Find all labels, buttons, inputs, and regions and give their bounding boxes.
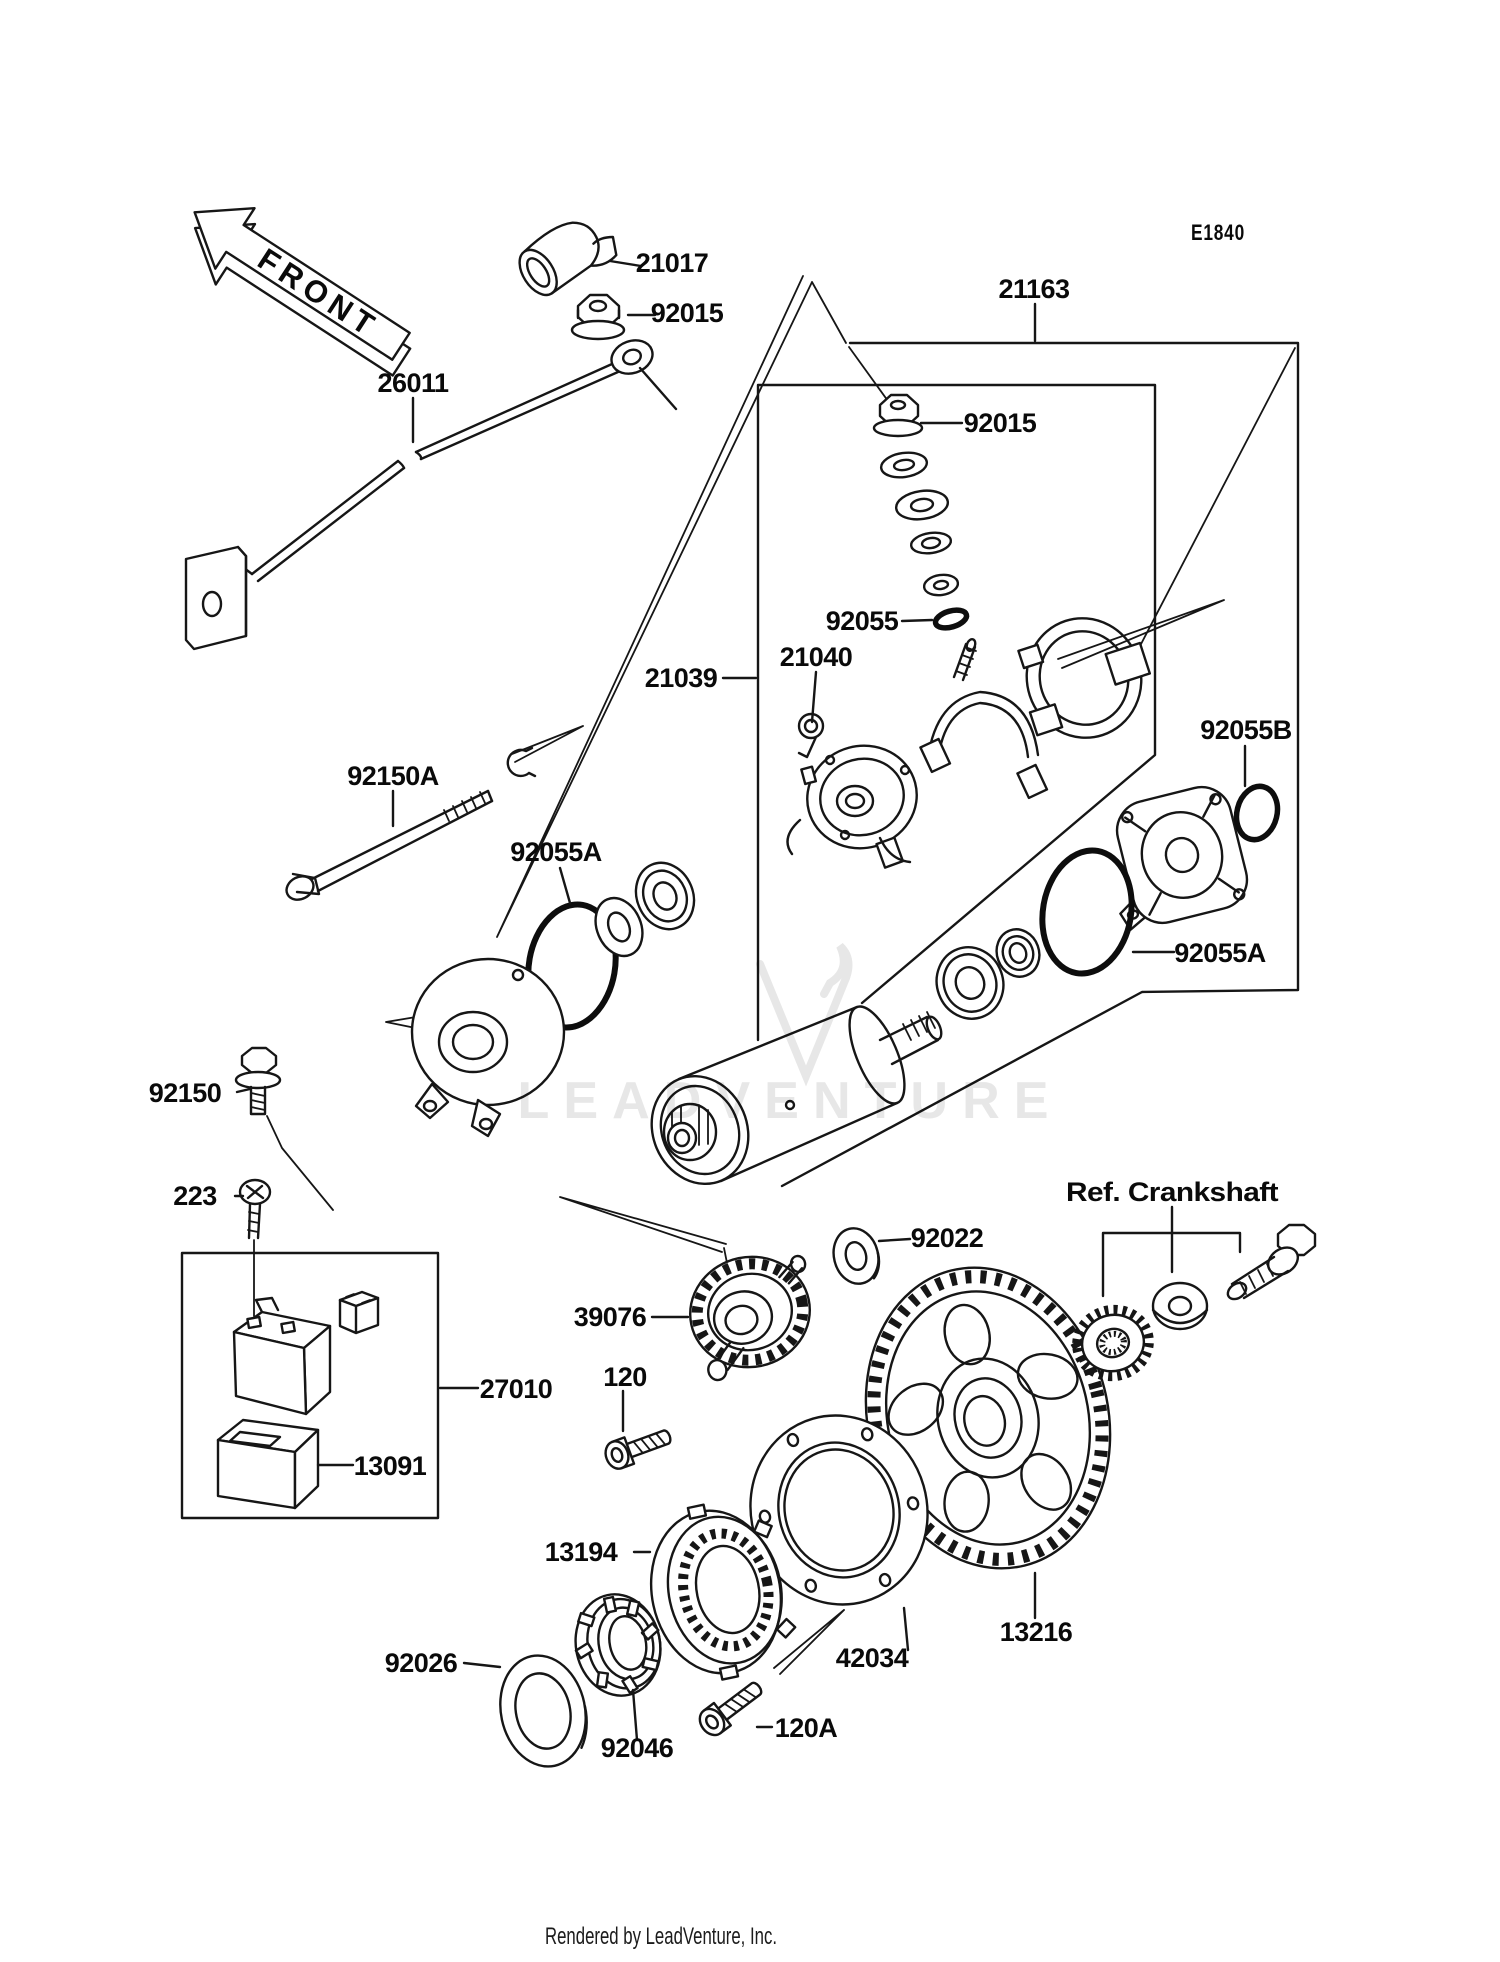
socket-bolt-120a bbox=[698, 1681, 763, 1737]
part-label-92046: 92046 bbox=[601, 1733, 674, 1763]
leadventure-flame-logo bbox=[756, 943, 853, 1087]
part-label-26011: 26011 bbox=[377, 368, 449, 398]
ball-bearing-rear bbox=[935, 946, 1005, 1020]
part-label-21163: 21163 bbox=[998, 274, 1070, 304]
part-label-120: 120 bbox=[603, 1362, 647, 1392]
part-label-92022: 92022 bbox=[911, 1223, 984, 1253]
thrust-washer-front bbox=[594, 896, 644, 958]
flange-nut-92015-upper bbox=[570, 293, 626, 341]
brush-holder-assembly-21039 bbox=[786, 690, 1049, 869]
watermark-text: LEADVENTURE bbox=[518, 1072, 1063, 1130]
part-label-92150: 92150 bbox=[149, 1078, 222, 1108]
ref-crankshaft-label: Ref. Crankshaft bbox=[1066, 1177, 1279, 1207]
starter-motor-armature bbox=[650, 1005, 943, 1186]
part-label-223: 223 bbox=[173, 1181, 217, 1211]
motor-yoke-shell bbox=[1017, 617, 1152, 739]
part-labels: 21017 92015 26011 21163 E1840 92015 9205… bbox=[149, 220, 1293, 1763]
washer-92022 bbox=[832, 1227, 881, 1285]
c-clip bbox=[506, 746, 537, 778]
ref-crankshaft-group bbox=[1072, 1205, 1317, 1382]
clutch-inner-race-13194 bbox=[649, 1503, 797, 1681]
part-label-13216: 13216 bbox=[1000, 1617, 1073, 1647]
mount-bolt-92150 bbox=[234, 1046, 334, 1211]
part-label-120a: 120A bbox=[775, 1713, 838, 1743]
part-label-42034: 42034 bbox=[836, 1643, 909, 1673]
socket-bolt-120 bbox=[604, 1429, 672, 1470]
part-label-27010: 27010 bbox=[480, 1374, 553, 1404]
part-label-13194: 13194 bbox=[545, 1537, 618, 1567]
part-label-92055b: 92055B bbox=[1200, 715, 1292, 745]
battery-cable-26011 bbox=[184, 339, 678, 651]
starter-idle-gear-13216 bbox=[864, 1266, 1112, 1570]
o-ring-92055b bbox=[1233, 783, 1281, 843]
terminal-washer-stack bbox=[879, 451, 960, 597]
starter-relay-group-27010 bbox=[180, 1251, 440, 1520]
part-label-92015-upper: 92015 bbox=[651, 298, 724, 328]
part-label-92026: 92026 bbox=[385, 1648, 458, 1678]
part-label-92055: 92055 bbox=[826, 606, 899, 636]
rear-end-cover bbox=[1115, 785, 1249, 931]
part-label-21017: 21017 bbox=[636, 248, 709, 278]
spacer-92026 bbox=[499, 1654, 588, 1768]
front-end-bracket bbox=[410, 957, 566, 1138]
one-way-clutch-39076 bbox=[689, 1254, 811, 1382]
o-ring-92055 bbox=[932, 607, 970, 631]
part-label-92015-starter: 92015 bbox=[964, 408, 1037, 438]
crankshaft-washer bbox=[1151, 1281, 1209, 1331]
part-label-92055a-right: 92055A bbox=[1174, 938, 1266, 968]
part-label-39076: 39076 bbox=[574, 1302, 647, 1332]
ball-bearing-front bbox=[634, 861, 696, 931]
diagram-code: E1840 bbox=[1191, 220, 1245, 245]
front-direction-arrow: FRONT bbox=[193, 207, 412, 377]
terminal-cap-21017 bbox=[518, 221, 618, 297]
o-ring-92055a-right bbox=[1039, 847, 1135, 977]
part-label-13091: 13091 bbox=[354, 1451, 427, 1481]
leadventure-watermark: LEADVENTURE bbox=[518, 943, 1063, 1130]
part-label-92055a-left: 92055A bbox=[510, 837, 602, 867]
through-bolt-92150a bbox=[285, 789, 494, 901]
relay-cover-13091 bbox=[216, 1418, 320, 1510]
part-label-21039: 21039 bbox=[645, 663, 718, 693]
terminal-stud bbox=[952, 637, 977, 682]
needle-bearing-92046 bbox=[574, 1593, 662, 1697]
seal-washer-rear bbox=[995, 928, 1041, 978]
relay-screw-223 bbox=[238, 1178, 272, 1317]
part-label-92150a: 92150A bbox=[347, 761, 439, 791]
crankshaft-bolt bbox=[1226, 1223, 1317, 1301]
flange-nut-92015-starter bbox=[872, 393, 924, 438]
footer-credit: Rendered by LeadVenture, Inc. bbox=[545, 1923, 777, 1950]
part-label-21040: 21040 bbox=[780, 642, 853, 672]
